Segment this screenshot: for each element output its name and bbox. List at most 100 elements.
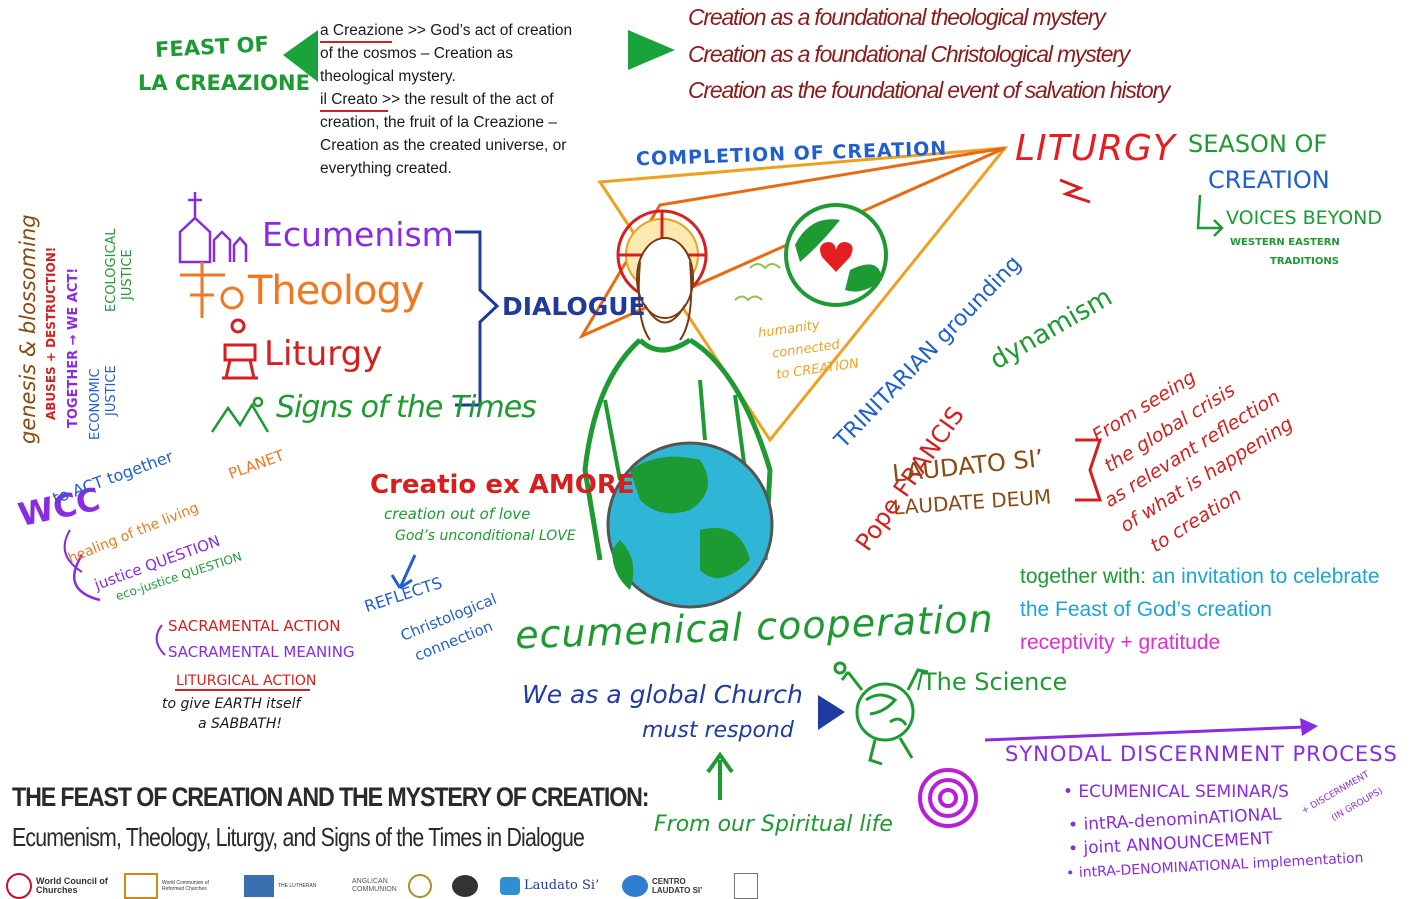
catholic-logo-icon [452,874,478,897]
creatio-sub1: creation out of love [384,505,531,523]
purple-arrow [984,725,1306,742]
laudato-logo-icon [500,876,520,895]
heart-icon [820,242,853,272]
pillar-liturgy: Liturgy [264,334,383,374]
def1-rest: >> God’s act of creation [403,22,573,39]
season-line1: SEASON OF [1188,130,1328,158]
season-traditions: TRADITIONS [1270,256,1339,267]
def1-line2: of the cosmos – Creation as [320,45,513,62]
logo-crest [734,872,758,899]
church-icon [178,192,248,264]
lightning-icon [1059,178,1091,204]
vertical-ecological: ECOLOGICAL [104,228,119,312]
term-la-creazione: a Creazione [320,22,404,39]
blue-play-icon [818,695,845,730]
logo-lutheran: THE LUTHERAN [244,872,316,899]
global-church-line2: must respond [642,718,794,743]
page-title: THE FEAST OF CREATION AND THE MYSTERY OF… [12,782,650,812]
vertical-justice2: JUSTICE [120,249,135,300]
term-il-creato: il Creato [320,91,378,108]
wcrc-logo-icon [124,872,158,899]
logo-wcc-text: World Council of Churches [36,875,108,895]
creatio-title: Creatio ex AMORE [370,470,635,500]
page-subtitle: Ecumenism, Theology, Liturgy, and Signs … [12,822,585,852]
red-bracket [1075,438,1103,502]
together-with-line1: together with: an invitation to celebrat… [1020,565,1380,589]
purple-arrowhead [1300,718,1318,736]
blue-down-arrow [390,554,417,590]
mystery-line-2: Creation as a foundational Christologica… [688,41,1130,67]
heart-globe-land [845,264,882,292]
crest-logo-icon [734,872,758,899]
wcc-logo-icon [6,872,32,899]
green-right-arrow [628,30,675,70]
sacramental-bracket [155,624,166,656]
logo-anglican-text: ANGLICAN COMMUNION [352,877,397,893]
definitions-block: a Creazione >> God’s act of creation of … [320,19,572,180]
logo-laudato-text: Laudato Si’ [524,878,600,893]
bird-icon [734,295,763,302]
green-left-arrow [283,30,318,82]
mystery-line-3: Creation as the foundational event of sa… [688,77,1170,103]
pillar-theology: Theology [248,268,425,314]
together-with-rest: an invitation to celebrate [1146,565,1380,588]
season-western-eastern: WESTERN EASTERN [1230,237,1340,248]
together-with-line3: receptivity + gratitude [1020,631,1221,654]
together-with-lead: together with: [1020,565,1147,588]
christ-hair [637,261,693,341]
vertical-economic: ECONOMIC [88,368,103,440]
the-science-label: The Science [922,668,1068,696]
orange-triangle [597,146,1009,443]
def2-rest: >> the result of the act of [377,91,554,108]
mountains-icon [210,396,270,433]
mystery-line-1: Creation as a foundational theological m… [688,4,1106,30]
vertical-genesis: genesis & blossoming [16,214,40,444]
season-arrow [1196,194,1224,237]
liturgy-top-label: LITURGY [1015,128,1176,169]
vertical-justice1: JUSTICE [104,365,119,416]
give-earth-sabbath: to give EARTH itself [162,696,301,712]
dialogue-bracket [455,230,500,407]
logo-wcrc-text: World Communion of Reformed Churches [162,879,209,892]
healing-bracket [63,529,83,573]
christ-face-icon [636,237,694,319]
sacramental-meaning: SACRAMENTAL MEANING [168,643,355,661]
globe-land [612,540,634,590]
def1-line3: theological mystery. [320,68,456,85]
def2-line4: everything created. [320,160,452,177]
logo-centro-text: CENTRO LAUDATO SI’ [652,876,703,895]
dialogue-label: DIALOGUE [502,292,646,321]
logo-laudato-si: Laudato Si’ [500,872,599,899]
season-line2: CREATION [1208,166,1330,194]
together-with-line2: the Feast of God’s creation [1020,598,1272,621]
science-bracket [917,671,923,691]
def2-line2: creation, the fruit of la Creazione – [320,114,557,131]
synodal-title: SYNODAL DISCERNMENT PROCESS [1005,742,1398,766]
globe-land [700,528,750,578]
pillar-ecumenism: Ecumenism [262,215,454,254]
heart-globe-land [795,219,840,262]
global-church-line1: We as a global Church [522,680,803,709]
spiritual-life-label: From our Spiritual life [654,812,893,837]
theology-icon [180,262,244,318]
wcc-arc-arrow [72,554,101,602]
creatio-sub2: God’s unconditional LOVE [395,528,576,544]
christ-robe-icon [582,337,773,561]
vertical-together: TOGETHER → WE ACT! [66,267,81,428]
logo-catholic [452,872,478,899]
logo-wcrc: World Communion of Reformed Churches [124,872,232,899]
sacramental-action: SACRAMENTAL ACTION [168,617,341,635]
feast-label-line2: LA CREAZIONE [138,71,310,95]
green-up-arrow [706,751,734,800]
logo-centro: CENTRO LAUDATO SI’ [622,872,714,899]
vertical-abuses: ABUSES + DESTRUCTION! [44,246,58,420]
synodal-item-1: • ECUMENICAL SEMINAR/S [1063,782,1289,802]
lutheran-logo-icon [244,874,274,897]
liturgy-icon [222,318,258,380]
a-sabbath: a SABBATH! [198,716,282,732]
centro-logo-icon [622,874,648,897]
pillar-signs: Signs of the Times [276,390,537,425]
science-globe-icon [833,661,929,766]
globe-land [630,456,708,514]
